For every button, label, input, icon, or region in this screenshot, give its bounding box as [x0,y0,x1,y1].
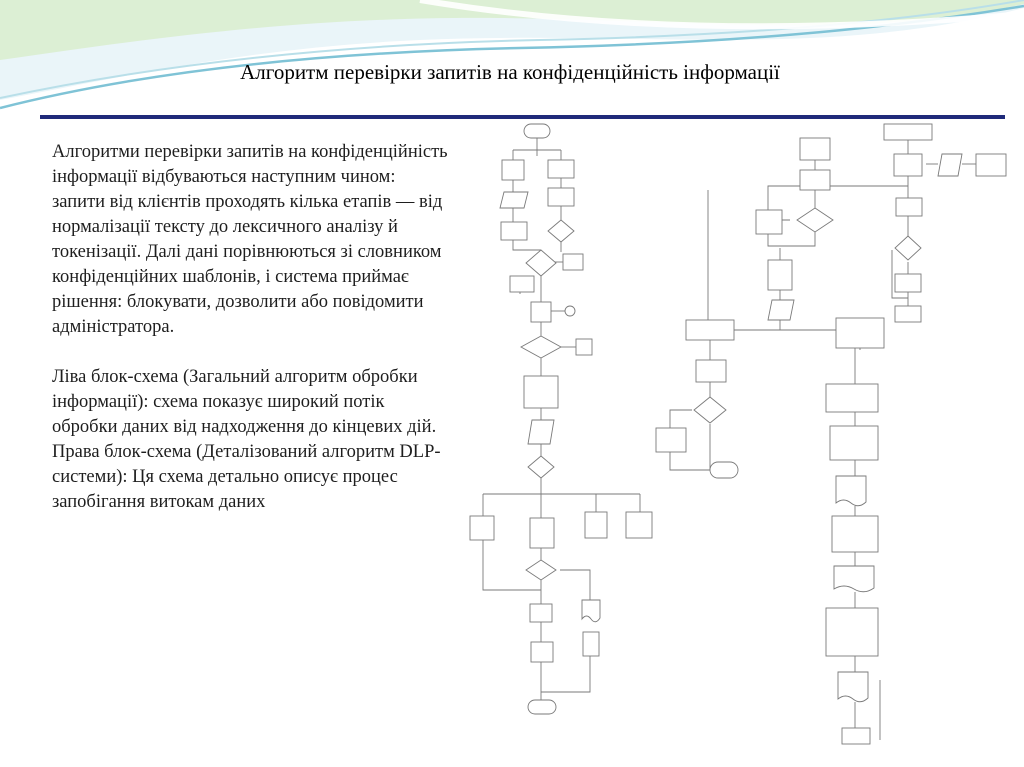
flowchart-process-box [531,642,553,662]
flowchart-io-box [528,420,554,444]
flowchart-decision [797,208,833,232]
flowchart-process-box [895,274,921,292]
flowchart-process-box [656,428,686,452]
flowchart-process-box [800,138,830,160]
flowchart-decision [694,397,726,423]
flowchart-decision [526,560,556,580]
flowchart-process-box [530,604,552,622]
flowchart-terminator [528,700,556,714]
flowchart-io-box [938,154,962,176]
flowchart-process-box [976,154,1006,176]
flowchart-process-box [524,376,558,408]
flowchart-terminator [710,462,738,478]
flowchart-process-box [548,160,574,178]
left-flowchart [470,124,652,714]
flowchart-decision [526,250,556,276]
flowchart-process-box [842,728,870,744]
flowchart-document [836,476,866,506]
flowchart-connector-line [670,452,710,470]
flowchart-connector-line [560,570,590,600]
flowchart-process-box [470,516,494,540]
flowchart-process-box [696,360,726,382]
flowchart-io-box [768,300,794,320]
flowchart-process-box [510,276,534,292]
flowchart-process-box [583,632,599,656]
flowchart-connector-line [670,410,692,428]
flowchart-process-box [501,222,527,240]
flowchart-io-box [500,192,528,208]
flowchart-process-box [832,516,878,552]
flowchart-connector-line [513,240,541,250]
flowchart-document [834,566,874,592]
flowchart-process-box [896,198,922,216]
right-flowchart [656,124,1006,744]
flowchart-decision [521,336,561,358]
flowchart-connector-line [768,186,908,246]
flowchart-connector [565,306,575,316]
flowchart-process-box [548,188,574,206]
flowchart-process-box [530,518,554,548]
flowchart-process-box [894,154,922,176]
flowchart-process-box [895,306,921,322]
flowchart-process-box [826,384,878,412]
flowchart-process-box [531,302,551,322]
flowchart-process-box [768,260,792,290]
flowchart-decision [548,220,574,242]
flowchart-process-box [686,320,734,340]
flowchart-terminator [524,124,550,138]
flowchart-decision [528,456,554,478]
flowchart-process-box [756,210,782,234]
flowchart-process-box [836,318,884,348]
flowchart-process-box [830,426,878,460]
flowchart-process-box [563,254,583,270]
flowchart-process-box [585,512,607,538]
flowchart-decision [895,236,921,260]
flowchart-process-box [826,608,878,656]
flowchart-document [838,672,868,702]
flowchart-process-box [626,512,652,538]
flowchart-process-box [576,339,592,355]
flowchart-process-box [502,160,524,180]
flowchart-document [582,600,600,622]
flowchart-process-box [884,124,932,140]
flowchart-process-box [800,170,830,190]
